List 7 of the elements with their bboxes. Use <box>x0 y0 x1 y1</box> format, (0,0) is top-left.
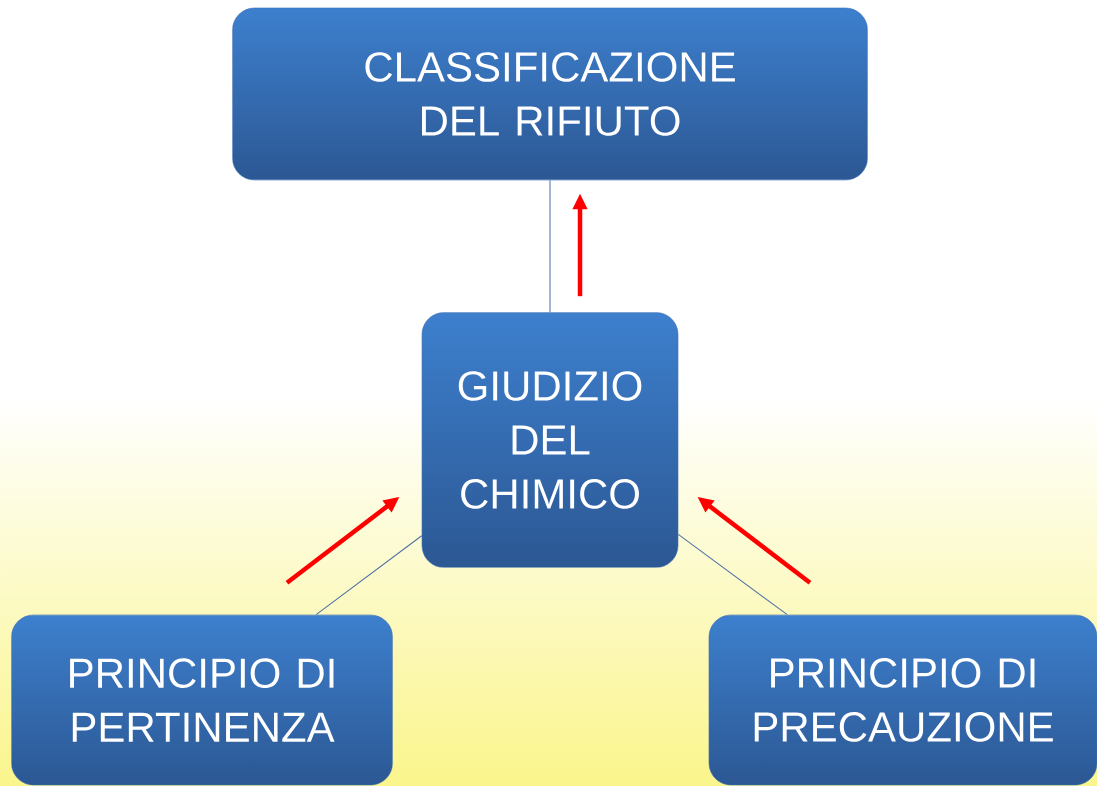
process-box: CLASSIFICAZIONE DEL RIFIUTO <box>232 7 868 181</box>
connector-line <box>315 535 423 616</box>
process-box: PRINCIPIO DI PRECAUZIONE <box>708 614 1097 786</box>
connector-line <box>677 533 788 616</box>
connector-line <box>549 179 551 313</box>
process-box: PRINCIPIO DI PERTINENZA <box>11 614 393 786</box>
process-box: GIUDIZIO DEL CHIMICO <box>421 312 679 568</box>
